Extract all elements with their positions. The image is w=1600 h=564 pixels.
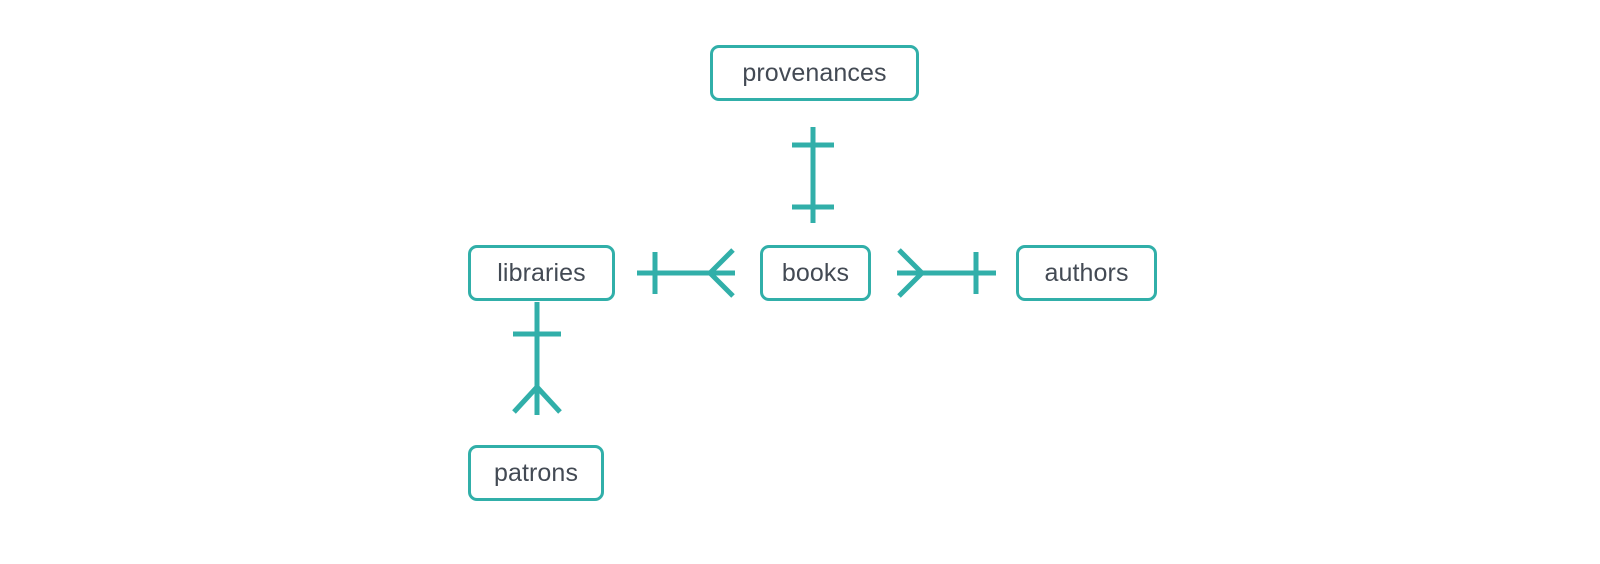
entity-label-libraries: libraries xyxy=(497,258,586,287)
entity-label-provenances: provenances xyxy=(742,58,887,87)
entity-books[interactable]: books xyxy=(760,245,871,301)
relationship-books-authors[interactable] xyxy=(897,248,996,298)
cardinality-many-crowsfoot-books-left xyxy=(708,248,735,298)
cardinality-many-crowsfoot-patrons-top xyxy=(512,385,562,414)
entity-authors[interactable]: authors xyxy=(1016,245,1157,301)
cardinality-many-crowsfoot-books-right xyxy=(897,248,924,298)
entity-label-authors: authors xyxy=(1044,258,1129,287)
entity-label-patrons: patrons xyxy=(493,458,579,487)
entity-patrons[interactable]: patrons xyxy=(468,445,604,501)
relationship-libraries-patrons[interactable] xyxy=(512,302,562,415)
entity-libraries[interactable]: libraries xyxy=(468,245,615,301)
relationship-libraries-books[interactable] xyxy=(637,248,735,298)
entity-label-books: books xyxy=(781,258,850,287)
relationship-provenances-books[interactable] xyxy=(792,127,834,223)
entity-provenances[interactable]: provenances xyxy=(710,45,919,101)
